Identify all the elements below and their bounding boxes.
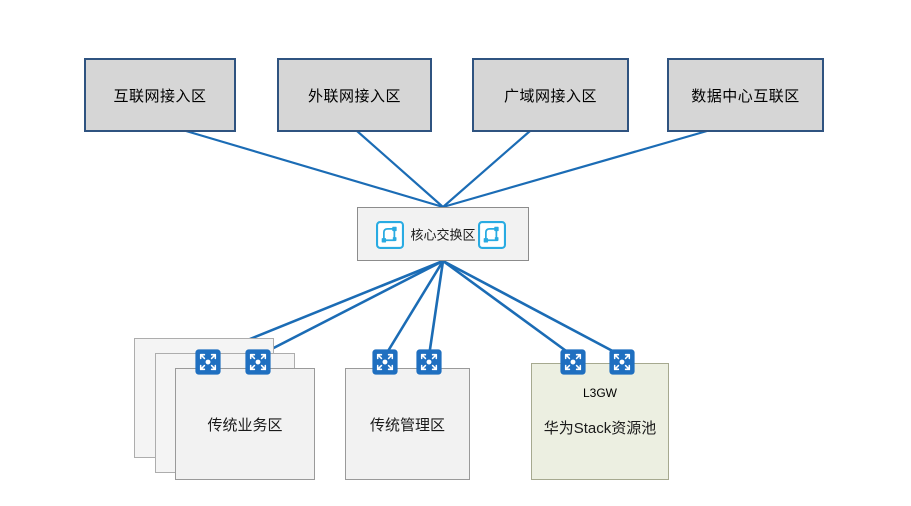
zone-traditional-management[interactable]: 传统管理区 — [345, 368, 470, 480]
link-extranet-to-core — [355, 129, 445, 209]
zone-traditional-management-label: 传统管理区 — [369, 417, 445, 434]
zone-core-switch[interactable]: 核心交换区 — [357, 207, 529, 261]
zone-dci-access[interactable]: 数据中心互联区 — [667, 58, 824, 132]
core-switch-label: 核心交换区 — [410, 227, 476, 243]
l3gw-label: L3GW — [582, 386, 617, 400]
zone-dci-access-label: 数据中心互联区 — [691, 87, 800, 105]
zone-wan-access[interactable]: 广域网接入区 — [472, 58, 629, 132]
link-core-to-stack-sw2 — [441, 259, 624, 358]
router-icon-right — [478, 221, 506, 249]
zone-huawei-stack-pool[interactable]: L3GW 华为Stack资源池 — [531, 363, 669, 480]
zone-internet-access[interactable]: 互联网接入区 — [84, 58, 236, 132]
link-wan-to-core — [441, 129, 532, 209]
router-icon-left — [376, 221, 404, 249]
zone-extranet-access[interactable]: 外联网接入区 — [277, 58, 432, 132]
switch-icon-management-1[interactable] — [372, 349, 398, 375]
link-core-to-stack-sw1 — [441, 259, 575, 358]
zone-huawei-stack-pool-label: 华为Stack资源池 — [543, 420, 657, 437]
switch-icon-stack-1[interactable] — [560, 349, 586, 375]
zone-traditional-business[interactable]: 传统业务区 — [175, 368, 315, 480]
link-core-to-biz-sw2 — [256, 259, 445, 358]
zone-extranet-access-label: 外联网接入区 — [307, 87, 401, 105]
switch-icon-stack-2[interactable] — [609, 349, 635, 375]
link-core-to-mgmt-sw2 — [427, 259, 445, 358]
core-switch-inner: 核心交换区 — [358, 208, 528, 260]
link-dci-to-core — [441, 129, 709, 209]
zone-wan-access-label: 广域网接入区 — [503, 87, 597, 105]
switch-icon-business-2[interactable] — [245, 349, 271, 375]
switch-icon-management-2[interactable] — [416, 349, 442, 375]
link-core-to-mgmt-sw1 — [383, 259, 445, 358]
zone-internet-access-label: 互联网接入区 — [113, 87, 207, 105]
switch-icon-business-1[interactable] — [195, 349, 221, 375]
link-internet-to-core — [184, 129, 445, 209]
zone-traditional-business-label: 传统业务区 — [207, 417, 283, 434]
